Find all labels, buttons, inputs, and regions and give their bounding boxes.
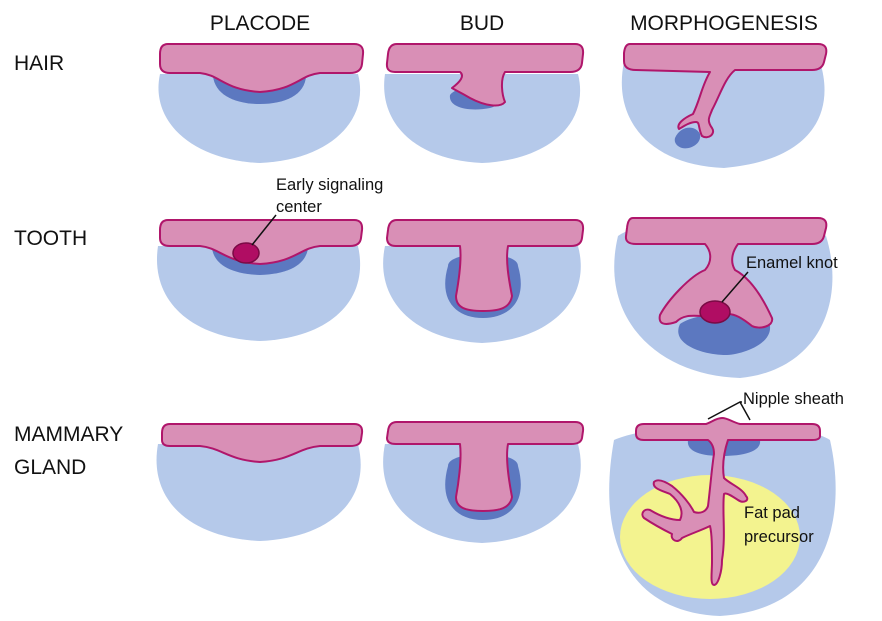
- tooth-bud-diagram: [383, 220, 583, 343]
- row-label-hair: HAIR: [14, 52, 64, 75]
- mammary-bud-diagram: [383, 422, 583, 543]
- hair-bud-diagram: [384, 44, 583, 163]
- early-signaling-center: [233, 243, 259, 263]
- annotation-fat-pad-line2: precursor: [744, 528, 814, 546]
- mammary-placode-diagram: [157, 424, 363, 541]
- row-label-mammary-line2: GLAND: [14, 456, 86, 479]
- annotation-fat-pad-line1: Fat pad: [744, 504, 800, 522]
- row-label-mammary-line1: MAMMARY: [14, 423, 123, 446]
- annotation-nipple-sheath: Nipple sheath: [743, 390, 844, 408]
- tooth-morphogenesis-diagram: [614, 218, 832, 378]
- annotation-enamel-knot: Enamel knot: [746, 254, 838, 272]
- hair-placode-diagram: [158, 44, 363, 163]
- column-header-morphogenesis: MORPHOGENESIS: [630, 12, 818, 35]
- row-label-tooth: TOOTH: [14, 227, 87, 250]
- mammary-morphogenesis-diagram: [609, 418, 835, 616]
- annotation-early-signaling-line1: Early signaling: [276, 176, 383, 194]
- column-header-bud: BUD: [460, 12, 504, 35]
- column-header-placode: PLACODE: [210, 12, 310, 35]
- enamel-knot: [700, 301, 730, 323]
- tooth-placode-diagram: [157, 220, 362, 341]
- hair-morphogenesis-diagram: [622, 44, 827, 168]
- annotation-early-signaling-line2: center: [276, 198, 322, 216]
